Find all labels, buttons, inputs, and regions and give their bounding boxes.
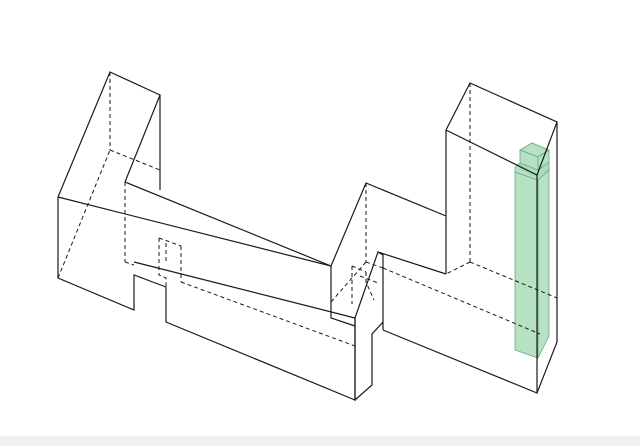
edge <box>57 71 161 198</box>
hidden-edge <box>124 261 135 266</box>
hidden-edge <box>382 267 541 335</box>
shaft-face <box>514 171 539 359</box>
shaft-side <box>537 168 550 359</box>
edge <box>354 318 384 402</box>
edge <box>124 181 332 267</box>
bottom-margin <box>0 436 640 446</box>
hidden-edge <box>469 261 558 299</box>
edge <box>354 251 447 319</box>
shaft-collar <box>514 161 550 181</box>
visible-edges <box>57 71 558 402</box>
hidden-edge <box>365 261 384 269</box>
edge <box>57 196 332 267</box>
hidden-edge <box>158 237 182 247</box>
hidden-edge <box>351 265 367 273</box>
edge <box>382 175 538 394</box>
edge <box>165 287 356 401</box>
hidden-edge <box>365 272 375 301</box>
edge <box>133 261 356 319</box>
edge <box>330 182 447 267</box>
edge <box>445 82 558 216</box>
hidden-edge <box>57 149 111 279</box>
hidden-edge <box>109 149 161 171</box>
hidden-edge <box>180 281 356 347</box>
highlighted-shaft <box>514 142 550 359</box>
edge <box>330 266 356 327</box>
edge <box>57 197 167 311</box>
hidden-edge <box>330 261 367 303</box>
edge <box>536 122 558 394</box>
edge <box>377 251 384 330</box>
hidden-edge <box>445 261 471 275</box>
hidden-edges <box>57 72 558 347</box>
